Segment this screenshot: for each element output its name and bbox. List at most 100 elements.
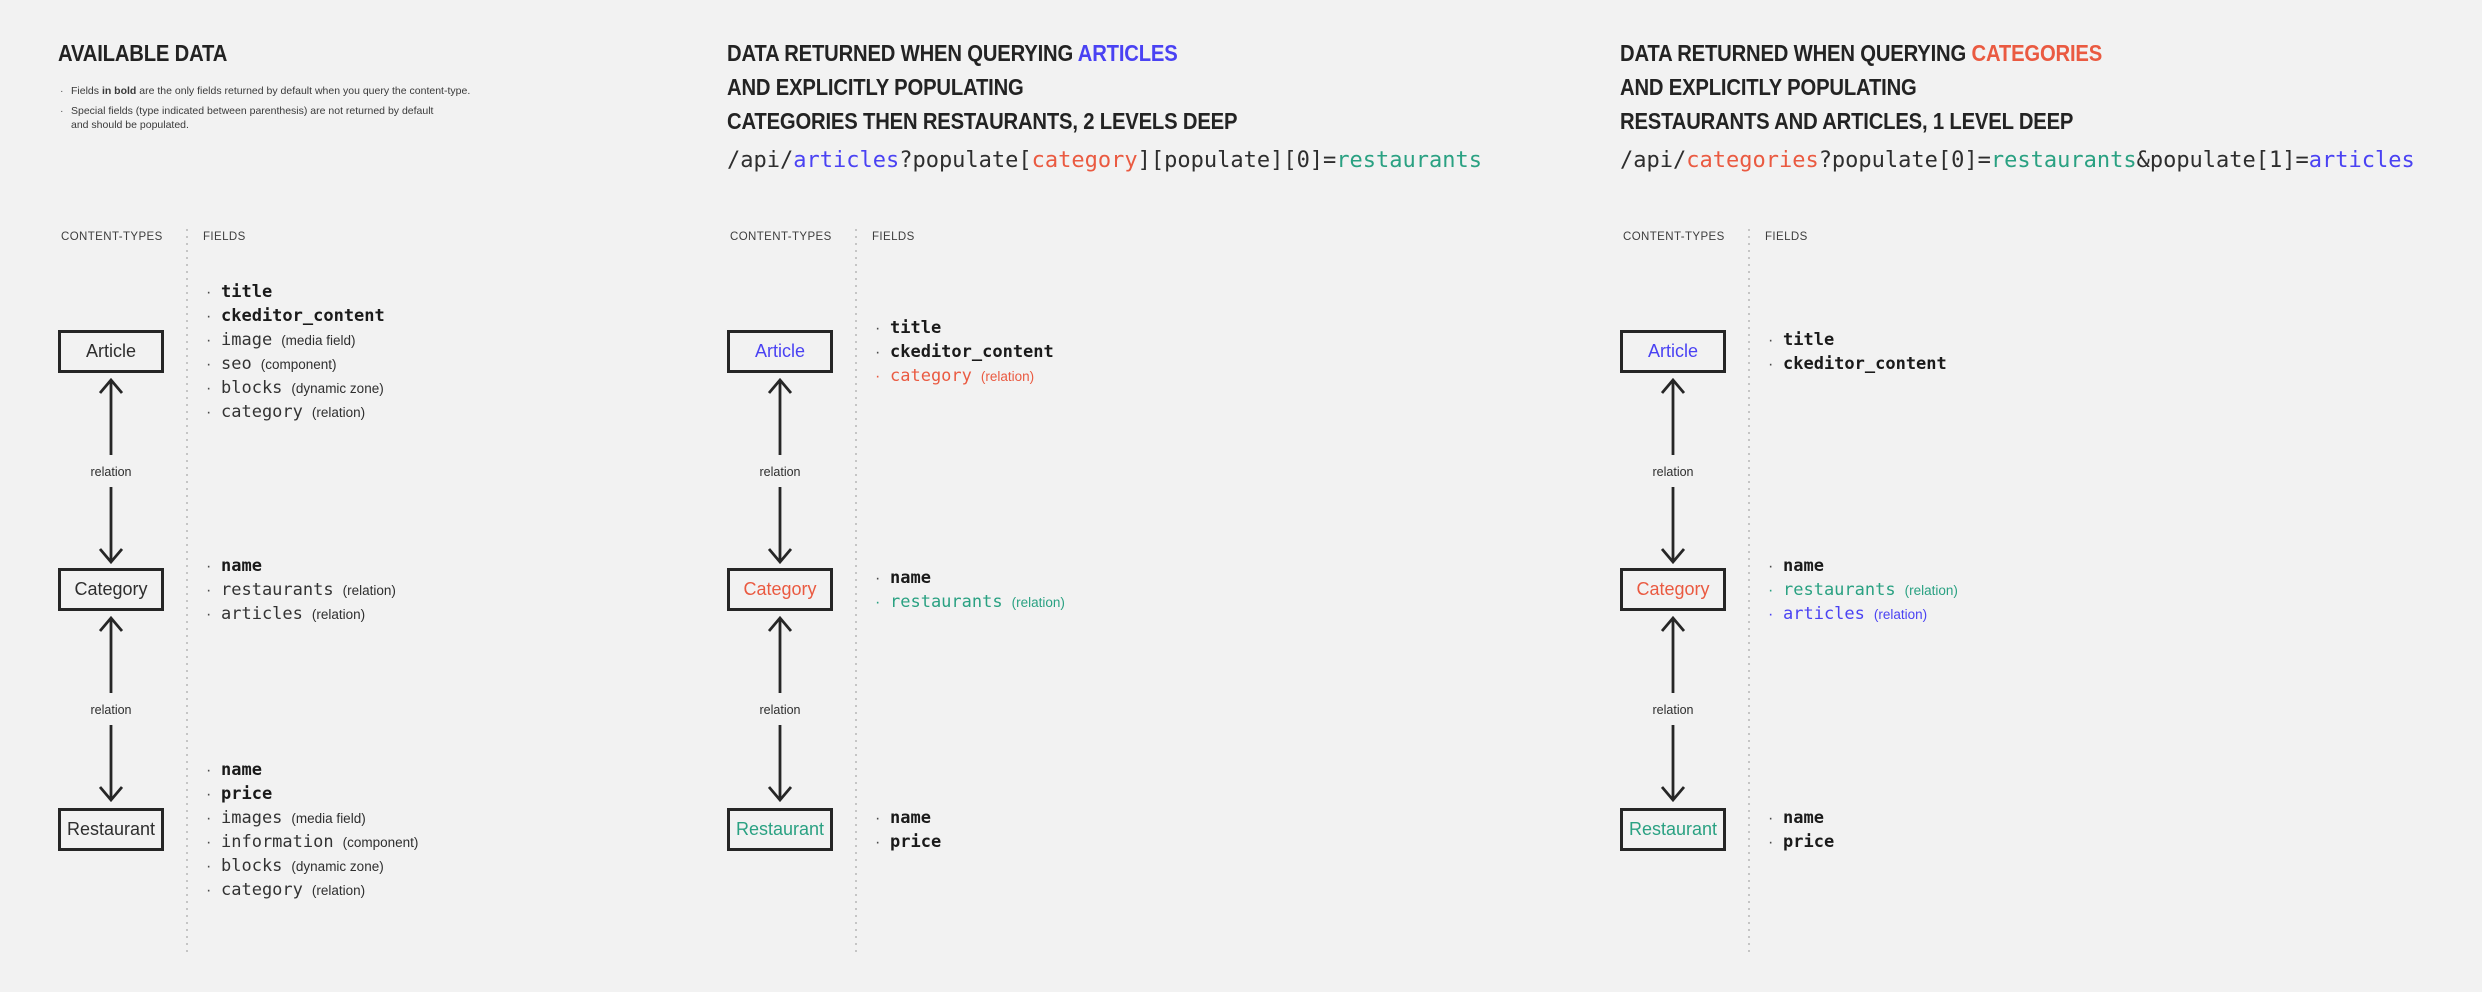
bullet-icon: · bbox=[206, 810, 212, 827]
field-row: ·title bbox=[1768, 328, 1947, 352]
field-row: ·information(component) bbox=[206, 830, 418, 854]
field-name: category bbox=[221, 880, 303, 900]
field-row: · name bbox=[1768, 554, 1958, 578]
field-name: price bbox=[890, 832, 942, 852]
divider-dotted bbox=[1748, 229, 1750, 957]
field-name: blocks bbox=[221, 378, 283, 398]
field-row: ·name bbox=[1768, 806, 1834, 830]
panel-available-data: AVAILABLE DATA ·Fields in bold are the o… bbox=[58, 0, 708, 992]
content-type-box-article: Article bbox=[58, 330, 164, 373]
field-row: ·image(media field) bbox=[206, 328, 385, 352]
bullet-icon: · bbox=[875, 570, 881, 587]
relation-label: relation bbox=[91, 465, 132, 479]
field-name: name bbox=[1783, 556, 1824, 576]
text-line: RESTAURANTS AND ARTICLES, 1 LEVEL DEEP bbox=[1620, 104, 2102, 138]
field-row: ·articles(relation) bbox=[1768, 602, 1958, 626]
field-row: ·price bbox=[875, 830, 941, 854]
bullet-icon: · bbox=[206, 606, 212, 623]
relation-arrow: relation bbox=[1653, 615, 1694, 803]
divider-dotted bbox=[186, 229, 188, 957]
field-name: restaurants bbox=[890, 592, 1003, 612]
field-name: image bbox=[221, 330, 273, 350]
field-name: category bbox=[221, 402, 303, 422]
field-type: (dynamic zone) bbox=[291, 859, 384, 874]
content-type-label: Restaurant bbox=[1628, 819, 1718, 839]
text-segment: CATEGORIES bbox=[1971, 40, 2103, 66]
bullet-icon: · bbox=[875, 344, 881, 361]
text-segment: &populate[1]= bbox=[2136, 148, 2309, 173]
fields-list-article: ·title·ckeditor_content·category(relatio… bbox=[875, 316, 1054, 388]
fields-list-article: ·title·ckeditor_content·image(media fiel… bbox=[206, 280, 385, 424]
content-types-label: CONTENT-TYPES bbox=[1623, 231, 1725, 243]
field-name: restaurants bbox=[1783, 580, 1896, 600]
text-segment: RESTAURANTS AND ARTICLES, 1 LEVEL DEEP bbox=[1620, 108, 2074, 134]
field-type: (dynamic zone) bbox=[291, 381, 384, 396]
field-row: ·restaurants(relation) bbox=[206, 578, 396, 602]
field-type: (relation) bbox=[980, 369, 1035, 384]
relation-diagram: CONTENT-TYPES FIELDS Article Category Re… bbox=[58, 0, 708, 992]
api-query-code: /api/articles?populate[category][populat… bbox=[727, 146, 1482, 176]
note-item: ·Fields in bold are the only fields retu… bbox=[60, 84, 470, 99]
text-segment: restaurants bbox=[1990, 148, 2137, 173]
field-type: (component) bbox=[342, 835, 419, 850]
field-name: name bbox=[221, 760, 262, 780]
text-segment: categories bbox=[1686, 148, 1819, 173]
content-types-label: CONTENT-TYPES bbox=[61, 231, 163, 243]
text-segment: restaurants bbox=[1336, 148, 1483, 173]
chevron-down-icon bbox=[98, 548, 124, 565]
fields-list-category: ·name·restaurants(relation) bbox=[875, 566, 1065, 614]
text-segment: ?populate[ bbox=[899, 148, 1032, 173]
text-line: /api/categories?populate[0]=restaurants&… bbox=[1620, 146, 2415, 176]
bullet-icon: · bbox=[206, 356, 212, 373]
text-segment: are the only fields returned by default … bbox=[136, 85, 471, 97]
fields-label: FIELDS bbox=[203, 231, 246, 243]
content-type-label: Category bbox=[74, 579, 148, 599]
field-name: name bbox=[221, 556, 262, 576]
relation-arrow: relation bbox=[760, 615, 801, 803]
relation-diagram: CONTENT-TYPES FIELDS Article Category Re… bbox=[727, 0, 1607, 992]
field-row: ·articles(relation) bbox=[206, 602, 396, 626]
bullet-icon: · bbox=[206, 308, 212, 325]
note-item: ·Special fields (type indicated between … bbox=[60, 104, 470, 133]
text-segment: articles bbox=[793, 148, 900, 173]
chevron-down-icon bbox=[98, 786, 124, 803]
relation-arrow: relation bbox=[760, 377, 801, 565]
content-type-label: Category bbox=[1636, 579, 1710, 599]
field-row: ·title bbox=[875, 316, 1054, 340]
field-row: ·restaurants(relation) bbox=[875, 590, 1065, 614]
field-row: ·category(relation) bbox=[206, 400, 385, 424]
content-type-box-article: Article bbox=[1620, 330, 1726, 373]
fields-list-restaurant: ·name·price·images(media field)·informat… bbox=[206, 758, 418, 902]
bullet-icon: · bbox=[1768, 558, 1774, 575]
field-name: articles bbox=[221, 604, 303, 624]
bullet-icon: · bbox=[875, 810, 881, 827]
fields-list-restaurant: ·name·price bbox=[1768, 806, 1834, 854]
content-type-label: Restaurant bbox=[735, 819, 825, 839]
field-row: ·price bbox=[206, 782, 418, 806]
relation-arrow: relation bbox=[91, 377, 132, 565]
fields-list-category: ·name·restaurants(relation)·articles(rel… bbox=[1768, 554, 1958, 626]
bullet-icon: · bbox=[206, 558, 212, 575]
bullet-icon: · bbox=[60, 85, 64, 97]
divider-dotted bbox=[855, 229, 857, 957]
bullet-icon: · bbox=[1768, 834, 1774, 851]
bullet-icon: · bbox=[206, 762, 212, 779]
fields-label: FIELDS bbox=[872, 231, 915, 243]
field-name: information bbox=[221, 832, 334, 852]
field-name: images bbox=[221, 808, 283, 828]
bullet-icon: · bbox=[1768, 582, 1774, 599]
content-type-label: Restaurant bbox=[66, 819, 156, 839]
field-name: title bbox=[221, 282, 273, 302]
relation-label: relation bbox=[760, 703, 801, 717]
relation-diagram: CONTENT-TYPES FIELDS Article Category Re… bbox=[1620, 0, 2480, 992]
field-row: · name bbox=[206, 554, 396, 578]
fields-label: FIELDS bbox=[1765, 231, 1808, 243]
text-line: CATEGORIES THEN RESTAURANTS, 2 LEVELS DE… bbox=[727, 104, 1237, 138]
field-type: (relation) bbox=[1011, 595, 1065, 610]
chevron-down-icon bbox=[1660, 548, 1686, 565]
field-row: ·blocks(dynamic zone) bbox=[206, 854, 418, 878]
field-name: title bbox=[1783, 330, 1835, 350]
bullet-icon: · bbox=[206, 582, 212, 599]
